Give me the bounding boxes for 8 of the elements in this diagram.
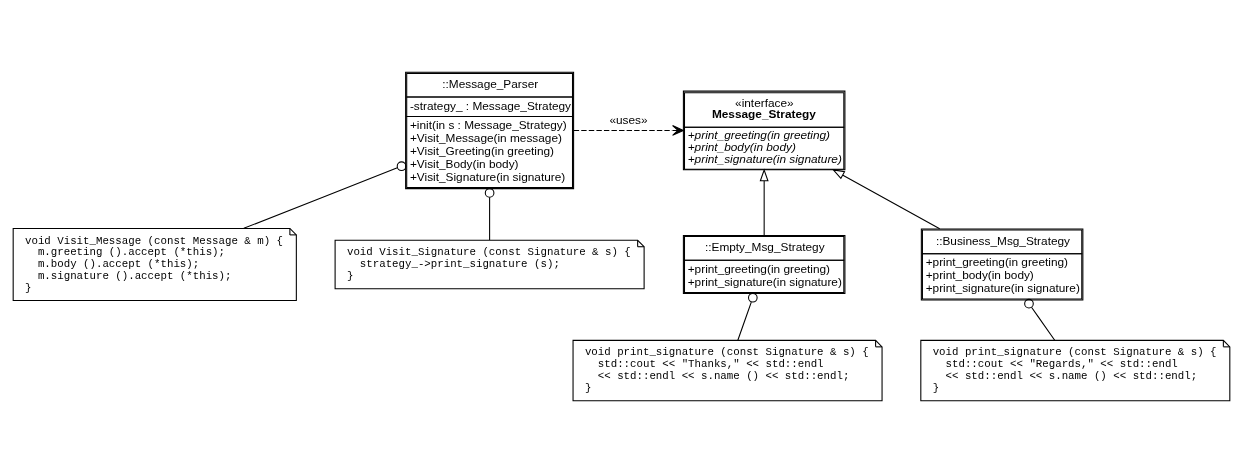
arrow — [759, 168, 769, 236]
connector — [737, 292, 758, 341]
connector — [1024, 298, 1056, 341]
edge-label: «uses» — [609, 112, 648, 127]
arrow — [831, 169, 941, 230]
arrow — [573, 125, 684, 136]
connector — [484, 188, 495, 241]
connector — [243, 161, 407, 229]
